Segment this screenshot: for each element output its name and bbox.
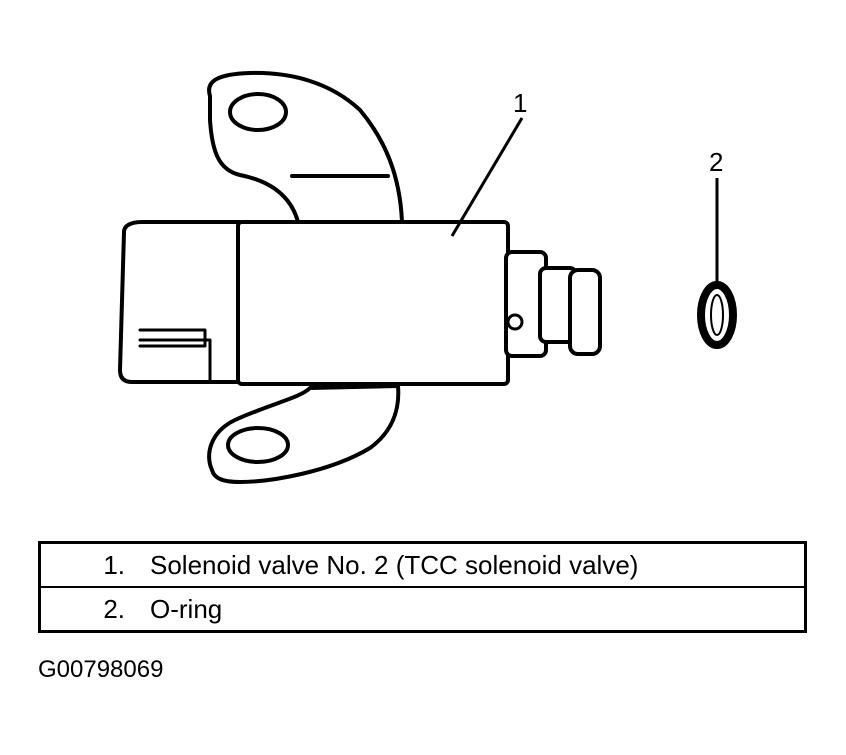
legend-row: 2. O-ring [38,586,807,633]
legend-description: O-ring [150,593,223,624]
solenoid-diagram: 1 2 [118,70,737,484]
legend-number: 1. [103,549,125,580]
upper-bolt-hole [228,92,288,132]
legend-number: 2. [103,593,125,624]
callout-1-leader [450,117,524,237]
lower-bolt-hole [226,426,290,464]
figure-id: G00798069 [38,656,164,683]
connector-housing [118,220,242,384]
legend-row: 1. Solenoid valve No. 2 (TCC solenoid val… [38,541,807,588]
legend-table: 1. Solenoid valve No. 2 (TCC solenoid val… [38,541,807,633]
callout-2-label: 2 [709,147,723,177]
solenoid-body [236,220,510,386]
upper-mounting-bracket [207,70,404,224]
callout-1-label: 1 [513,88,527,118]
legend-description: Solenoid valve No. 2 (TCC solenoid valve… [150,549,639,580]
